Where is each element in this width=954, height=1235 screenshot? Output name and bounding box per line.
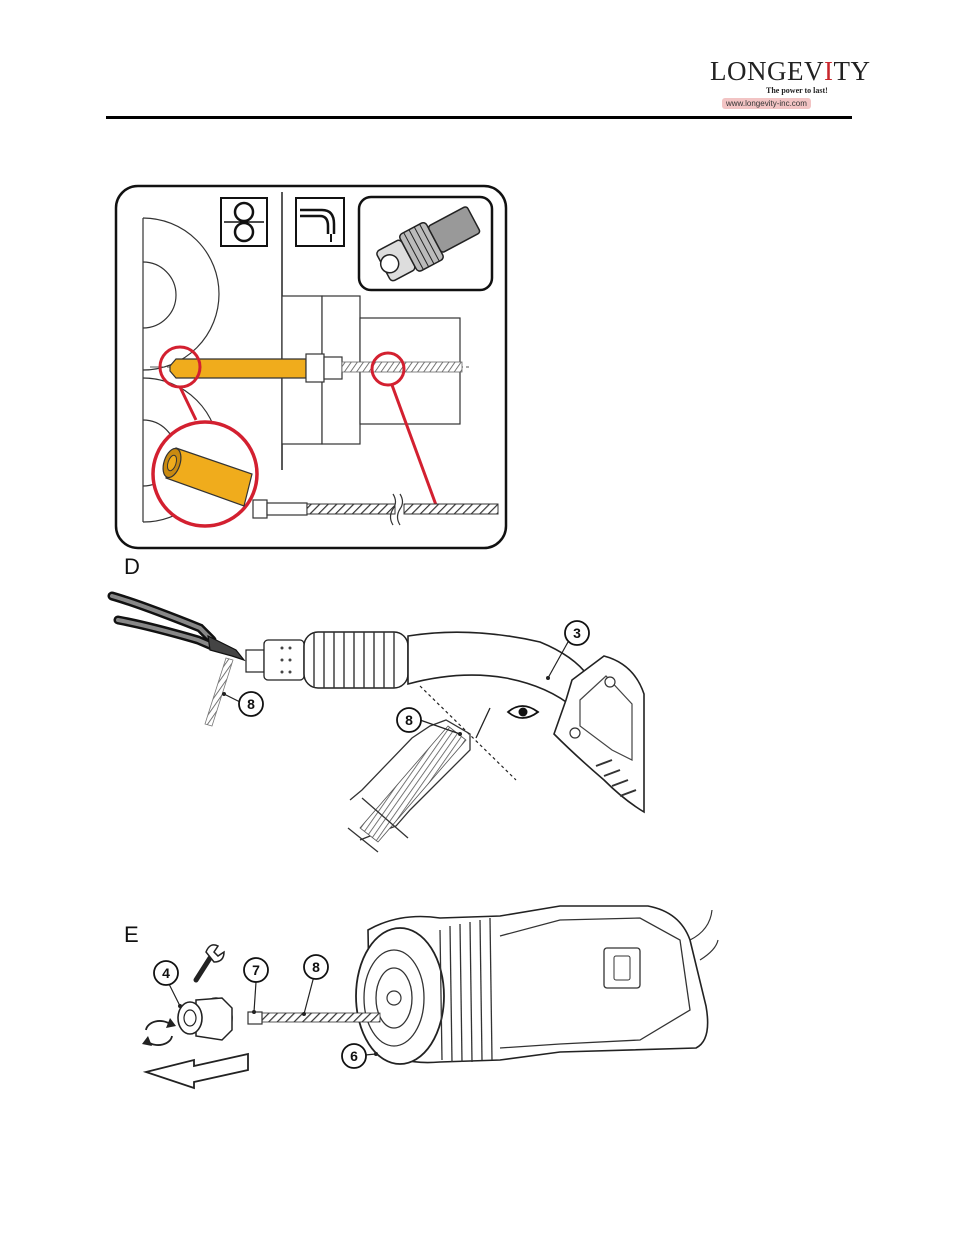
- logo-wordmark-text: LONGEVITY: [710, 56, 871, 86]
- logo-wordmark: LONGEVITY: [710, 56, 870, 87]
- mig-torch-icon: [295, 197, 345, 247]
- section-label-d: D: [124, 554, 140, 579]
- wrench-icon: [193, 944, 225, 983]
- arrow-left-icon: [142, 1052, 249, 1090]
- callout-e-liner-end: 7: [252, 962, 260, 978]
- logo-tagline: The power to last!: [766, 86, 828, 95]
- logo-red-letter: I: [823, 56, 834, 86]
- rotate-icon: [142, 1018, 176, 1046]
- section-label-e: E: [124, 922, 139, 947]
- feed-roller-icon: [220, 197, 268, 247]
- pliers-icon: [107, 591, 246, 662]
- callout-d-liner-detail: 8: [405, 712, 413, 728]
- callout-e-liner: 8: [312, 959, 320, 975]
- callout-d-torch-neck: 3: [573, 625, 581, 641]
- callout-d-liner-cut: 8: [247, 696, 255, 712]
- eye-icon: [506, 705, 540, 719]
- figure-e-illustration: [142, 905, 719, 1090]
- euro-connector-icon: [357, 195, 494, 292]
- header-rule: [106, 116, 852, 119]
- callout-e-nut: 4: [162, 965, 170, 981]
- brand-logo: LONGEVITY The power to last! www.longevi…: [700, 52, 870, 116]
- tip-zoom-detail: [162, 447, 253, 507]
- logo-url: www.longevity-inc.com: [722, 98, 811, 109]
- callout-e-connector: 6: [350, 1048, 358, 1064]
